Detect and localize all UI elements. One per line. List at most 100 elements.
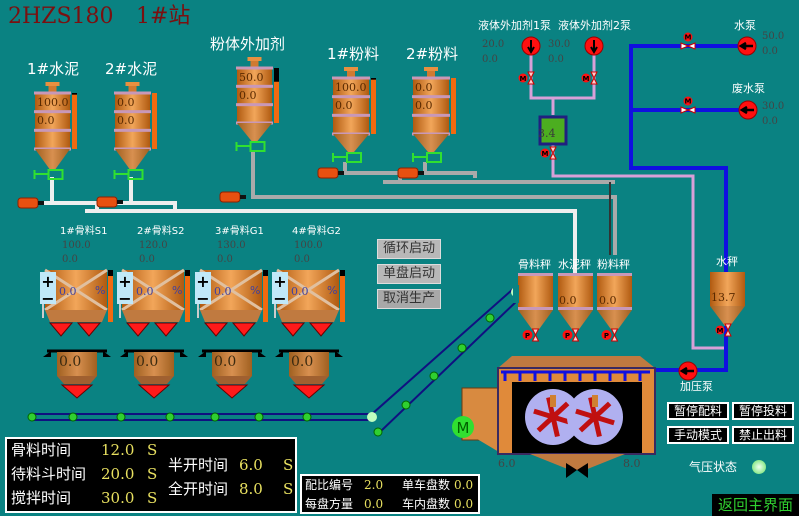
load-cell-icon bbox=[198, 351, 206, 357]
powder-weigher-label: 粉料秤 bbox=[597, 258, 630, 271]
bin-level-top bbox=[340, 270, 345, 276]
valve-handle bbox=[412, 153, 427, 162]
powder-pipe bbox=[251, 150, 617, 255]
timing-value: 6.0 bbox=[239, 456, 263, 474]
bin-adjust-panel bbox=[195, 272, 211, 304]
level-bar-fill bbox=[451, 78, 456, 134]
weigher-band bbox=[558, 273, 593, 276]
cycle-start-button[interactable]: 循环启动 bbox=[377, 239, 441, 259]
weigh-hopper bbox=[212, 352, 252, 376]
pause-feeding-button[interactable]: 暂停投料 bbox=[732, 402, 794, 420]
motor-shaft bbox=[338, 171, 344, 175]
valve-symbol: M bbox=[520, 75, 527, 83]
level-bar-fill bbox=[72, 94, 77, 149]
mixer-arm bbox=[550, 395, 556, 407]
valve-symbol: M bbox=[583, 75, 590, 83]
mixer-blade bbox=[533, 408, 554, 420]
station-title: 1#站 bbox=[136, 4, 191, 29]
conveyor-roller-icon bbox=[485, 313, 495, 323]
valve-symbol: M bbox=[717, 327, 724, 335]
liquid-pump-2-value: 30.0 bbox=[548, 39, 571, 50]
load-cell-icon bbox=[180, 351, 188, 357]
cement-weigher-value: 0.0 bbox=[559, 294, 577, 307]
cancel-production-button[interactable]: 取消生产 bbox=[377, 289, 441, 309]
load-cell-icon bbox=[335, 351, 343, 357]
valve-symbol: P bbox=[604, 332, 609, 340]
valve-icon bbox=[549, 146, 557, 160]
bin-level-bar bbox=[263, 270, 268, 322]
valve-actuator-icon bbox=[540, 148, 550, 158]
slide-valve-icon bbox=[235, 141, 266, 152]
silo-cone bbox=[35, 149, 70, 169]
return-main-button[interactable]: 返回主界面 bbox=[712, 494, 799, 516]
silo-body bbox=[333, 78, 369, 134]
liquid-pump-1-value: 20.0 bbox=[482, 39, 505, 50]
mixer-blade bbox=[551, 401, 570, 419]
plus-icon: + bbox=[196, 272, 209, 291]
timing-value: 8.0 bbox=[239, 480, 263, 498]
arrow-down-icon bbox=[590, 40, 598, 54]
bin-level-top bbox=[263, 270, 268, 276]
minus-icon: − bbox=[273, 289, 286, 308]
cement-weigher-label: 水泥秤 bbox=[558, 258, 591, 271]
mixer-gearbox-bottom bbox=[462, 430, 499, 452]
recipe-value: 0.0 bbox=[364, 497, 384, 511]
weigher-body bbox=[518, 274, 553, 309]
silo-cap bbox=[125, 82, 140, 86]
timing-label: 半开时间 bbox=[168, 456, 229, 474]
model-title: 2HZS180 bbox=[8, 4, 114, 29]
bin-leg bbox=[119, 304, 121, 318]
valve-actuator-icon bbox=[562, 330, 573, 340]
aggregate-percent-unit: % bbox=[95, 284, 106, 297]
motor-icon bbox=[17, 197, 39, 209]
gate-icon bbox=[308, 322, 334, 337]
valve-icon bbox=[571, 328, 580, 342]
valve-body bbox=[426, 152, 442, 163]
silo-band bbox=[236, 84, 273, 88]
bin-adjust-panel bbox=[40, 272, 56, 304]
valve-actuator-icon bbox=[683, 32, 693, 42]
mixer-blade bbox=[592, 416, 602, 438]
silo-neck bbox=[347, 71, 355, 78]
gate-icon bbox=[76, 322, 102, 337]
waste-water-pump-label: 废水泵 bbox=[732, 82, 765, 95]
water-scale-value: 13.7 bbox=[711, 291, 736, 304]
silo-body bbox=[115, 93, 150, 149]
weigher-body bbox=[597, 274, 632, 309]
gate-icon bbox=[125, 322, 151, 337]
level-bar-fill bbox=[371, 79, 376, 134]
aggregate-weight: 0.0 bbox=[214, 354, 237, 370]
valve-icon bbox=[610, 328, 619, 342]
slide-valve-icon bbox=[113, 169, 144, 180]
cement-pipe bbox=[40, 177, 577, 235]
silo-cone bbox=[413, 134, 449, 152]
timing-unit: S bbox=[147, 465, 158, 483]
conveyor-roller-icon bbox=[429, 371, 439, 381]
aggregate-setpoint: 120.0 bbox=[139, 240, 168, 251]
air-pressure-label: 气压状态 bbox=[689, 460, 738, 474]
timing-label: 全开时间 bbox=[168, 480, 229, 498]
forbid-discharge-button[interactable]: 禁止出料 bbox=[732, 426, 794, 444]
mixer-blade bbox=[550, 416, 560, 438]
conveyor-roller-icon bbox=[165, 412, 175, 422]
timing-label: 待料斗时间 bbox=[11, 465, 87, 483]
pause-batching-button[interactable]: 暂停配料 bbox=[667, 402, 729, 420]
gate-icon bbox=[231, 322, 257, 337]
powder-silo-2-label: 2#粉料 bbox=[406, 45, 459, 63]
slide-valve-icon bbox=[332, 152, 362, 163]
conveyor-roller-icon bbox=[116, 412, 126, 422]
discharge-gate-icon bbox=[292, 384, 326, 399]
conveyor-roller-icon bbox=[401, 400, 411, 410]
cement-silo-1-label: 1#水泥 bbox=[27, 60, 80, 78]
valve-symbol: P bbox=[525, 332, 530, 340]
conveyor-belt-bottom bbox=[30, 297, 521, 433]
valve-symbol: M bbox=[685, 34, 692, 42]
single-batch-start-button[interactable]: 单盘启动 bbox=[377, 264, 441, 284]
silo-neck bbox=[427, 71, 435, 78]
manual-mode-button[interactable]: 手动模式 bbox=[667, 426, 729, 444]
mixer-blade bbox=[546, 396, 556, 418]
slide-valve-icon bbox=[33, 169, 64, 180]
cement-silo-2-label: 2#水泥 bbox=[105, 60, 158, 78]
powder-weigher-value: 0.0 bbox=[599, 294, 617, 307]
arrow-left-icon bbox=[739, 105, 754, 115]
